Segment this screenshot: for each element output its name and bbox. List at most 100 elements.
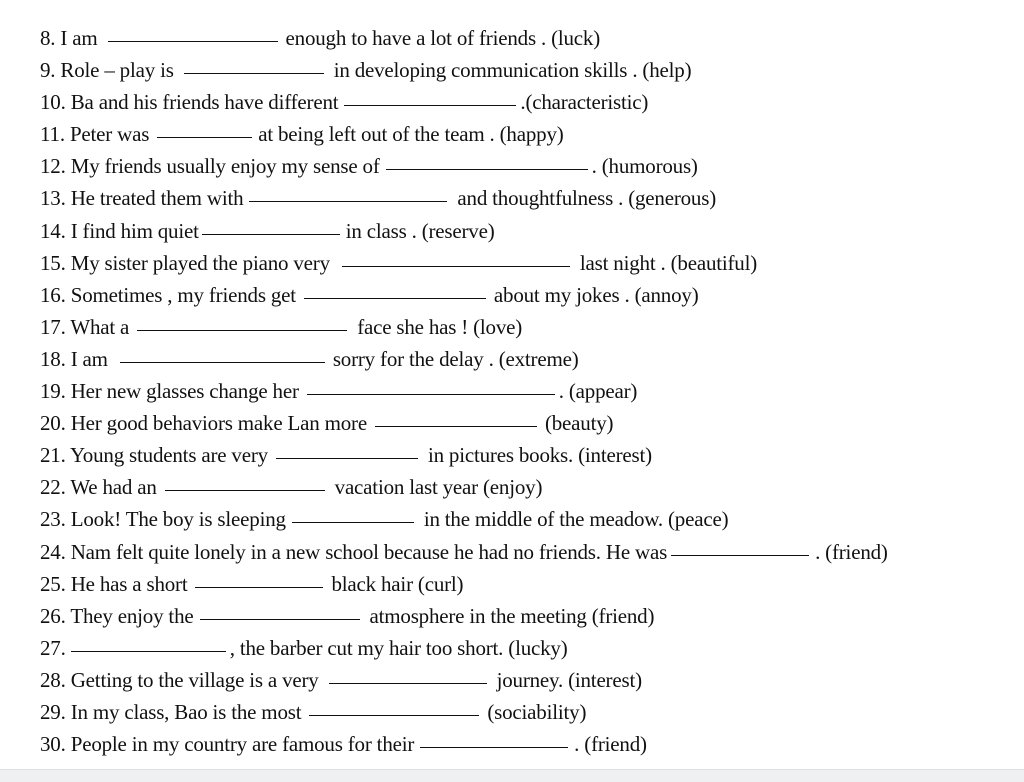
answer-blank[interactable]: [309, 714, 480, 716]
sentence-start: He treated them with: [70, 186, 244, 211]
sentence-end-with-hint: , the barber cut my hair too short. (luc…: [229, 635, 568, 660]
sentence-start: I find him quiet: [70, 218, 199, 243]
answer-blank[interactable]: [341, 265, 570, 267]
answer-blank[interactable]: [107, 40, 278, 42]
answer-blank[interactable]: [157, 136, 253, 139]
exercise-number: 27.: [40, 635, 66, 660]
sentence-end-with-hint: . (humorous): [591, 154, 698, 179]
answer-blank[interactable]: [374, 425, 537, 428]
sentence-start: Ba and his friends have different: [70, 90, 339, 115]
exercise-number: 16.: [40, 282, 66, 307]
exercise-item: 20. Her good behaviors make Lan more (bea…: [40, 407, 1020, 439]
sentence-start: He has a short: [70, 571, 188, 596]
sentence-end-with-hint: in pictures books. (interest): [427, 443, 652, 468]
exercise-number: 17.: [40, 314, 66, 339]
sentence-end-with-hint: last night . (beautiful): [579, 250, 758, 275]
answer-blank[interactable]: [195, 586, 324, 588]
answer-blank[interactable]: [249, 200, 448, 203]
exercise-number: 28.: [40, 667, 66, 692]
sentence-start: My sister played the piano very: [70, 250, 330, 275]
exercise-number: 19.: [40, 379, 66, 404]
sentence-start: Sometimes , my friends get: [70, 282, 296, 307]
sentence-end-with-hint: . (friend): [815, 539, 888, 564]
sentence-end-with-hint: at being left out of the team . (happy): [258, 122, 564, 147]
sentence-start: Getting to the village is a very: [70, 667, 319, 692]
exercise-item: 23. Look! The boy is sleeping in the midd…: [40, 503, 1020, 535]
sentence-end-with-hint: sorry for the delay . (extreme): [332, 346, 579, 371]
sentence-end-with-hint: atmosphere in the meeting (friend): [369, 603, 655, 628]
exercise-item: 16. Sometimes , my friends get about my j…: [40, 279, 1020, 311]
exercise-item: 24. Nam felt quite lonely in a new schoo…: [40, 536, 1020, 568]
exercise-item: 25. He has a short black hair (curl): [40, 568, 1020, 600]
answer-blank[interactable]: [164, 489, 325, 492]
sentence-end-with-hint: black hair (curl): [331, 571, 464, 596]
sentence-end-with-hint: . (appear): [558, 379, 638, 404]
exercise-item: 18. I am sorry for the delay . (extreme): [40, 343, 1020, 375]
answer-blank[interactable]: [275, 457, 418, 460]
answer-blank[interactable]: [291, 521, 414, 524]
exercise-number: 29.: [40, 699, 66, 724]
exercise-number: 30.: [40, 732, 66, 757]
exercise-number: 24.: [40, 539, 66, 564]
sentence-start: Young students are very: [69, 443, 268, 468]
answer-blank[interactable]: [183, 72, 324, 75]
sentence-end-with-hint: (sociability): [487, 699, 587, 724]
answer-blank[interactable]: [306, 393, 555, 396]
sentence-start: Nam felt quite lonely in a new school be…: [70, 539, 668, 564]
answer-blank[interactable]: [70, 650, 226, 652]
exercise-number: 12.: [40, 154, 66, 179]
exercise-number: 23.: [40, 507, 66, 532]
answer-blank[interactable]: [671, 554, 810, 556]
sentence-start: Look! The boy is sleeping: [70, 507, 286, 532]
exercise-number: 18.: [40, 346, 66, 371]
sentence-end-with-hint: in the middle of the meadow. (peace): [423, 507, 729, 532]
sentence-start: My friends usually enjoy my sense of: [70, 154, 380, 179]
exercise-number: 22.: [40, 475, 66, 500]
exercise-number: 15.: [40, 250, 66, 275]
sentence-start: Peter was: [69, 122, 150, 147]
sentence-end-with-hint: in developing communication skills . (he…: [333, 58, 692, 83]
answer-blank[interactable]: [420, 746, 569, 749]
exercise-item: 15. My sister played the piano very last …: [40, 247, 1020, 279]
sentence-start: I am: [70, 346, 108, 371]
sentence-start: Her good behaviors make Lan more: [70, 411, 367, 436]
exercise-item: 30. People in my country are famous for …: [40, 728, 1020, 760]
sentence-start: We had an: [70, 475, 157, 500]
exercise-number: 20.: [40, 411, 66, 436]
sentence-end-with-hint: in class . (reserve): [345, 218, 495, 243]
exercise-item: 12. My friends usually enjoy my sense of…: [40, 150, 1020, 182]
answer-blank[interactable]: [344, 104, 517, 107]
sentence-start: What a: [70, 314, 130, 339]
answer-blank[interactable]: [385, 168, 588, 171]
exercise-number: 14.: [40, 218, 66, 243]
answer-blank[interactable]: [303, 297, 486, 299]
answer-blank[interactable]: [328, 682, 487, 684]
answer-blank[interactable]: [199, 618, 360, 620]
answer-blank[interactable]: [137, 329, 348, 331]
exercise-number: 9.: [40, 58, 56, 83]
exercise-number: 25.: [40, 571, 66, 596]
exercise-item: 19. Her new glasses change her. (appear): [40, 375, 1020, 407]
answer-blank[interactable]: [201, 233, 340, 235]
exercise-number: 8.: [40, 26, 56, 50]
exercise-item: 9. Role – play is in developing communica…: [40, 54, 1020, 86]
exercise-number: 21.: [40, 443, 66, 468]
exercise-item: 10. Ba and his friends have different.(c…: [40, 86, 1020, 118]
answer-blank[interactable]: [119, 361, 325, 363]
sentence-start: They enjoy the: [70, 603, 194, 628]
sentence-end-with-hint: (beauty): [544, 411, 614, 436]
sentence-end-with-hint: about my jokes . (annoy): [493, 282, 699, 307]
sentence-start: People in my country are famous for thei…: [70, 732, 415, 757]
sentence-start: Role – play is: [60, 58, 174, 83]
exercise-item: 27. , the barber cut my hair too short. …: [40, 632, 1020, 664]
exercise-item: 21. Young students are very in pictures b…: [40, 439, 1020, 471]
exercise-number: 13.: [40, 186, 66, 211]
sentence-start: I am: [60, 26, 98, 50]
